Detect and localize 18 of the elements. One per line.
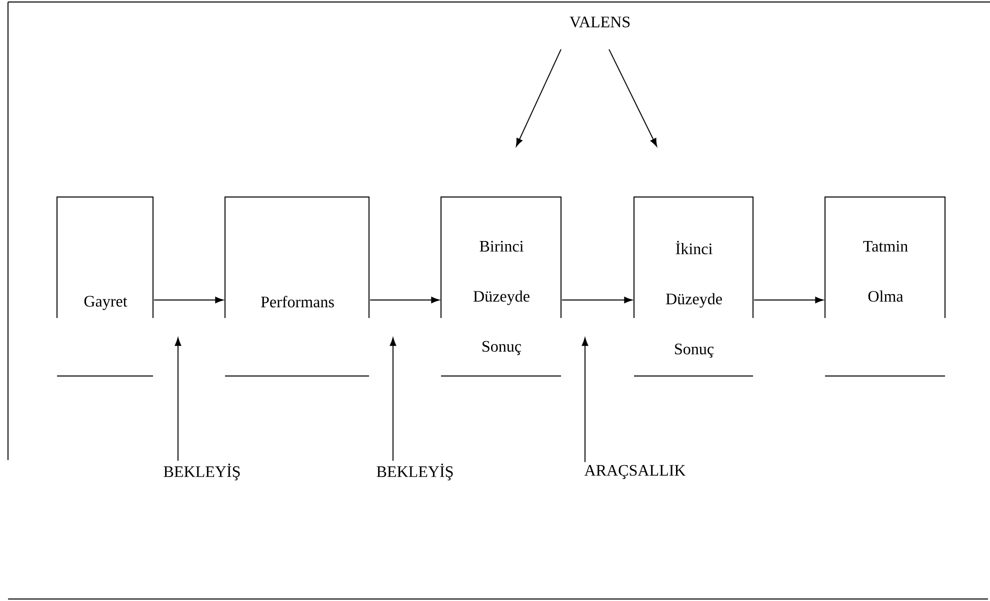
open-box: İkinci Düzeyde Sonuç	[634, 196, 754, 376]
open-box: Performans	[224, 196, 370, 376]
open-box: Gayret	[56, 196, 154, 376]
open-box: Tatmin Olma	[824, 196, 946, 376]
open-box: Birinci Düzeyde Sonuç	[440, 196, 562, 376]
arrow	[174, 338, 182, 462]
label-text: BEKLEYİŞ	[164, 464, 240, 480]
label-text: BEKLEYİŞ	[376, 464, 453, 480]
arrow	[516, 48, 562, 147]
label-text: VALENS	[570, 16, 630, 28]
arrow	[154, 296, 224, 304]
arrow	[562, 296, 632, 304]
arrow	[754, 296, 824, 304]
label-text: ARAÇSALLIK	[584, 465, 686, 480]
arrow	[608, 48, 658, 147]
arrow	[582, 338, 588, 463]
arrow	[370, 296, 440, 304]
arrow	[390, 338, 396, 462]
